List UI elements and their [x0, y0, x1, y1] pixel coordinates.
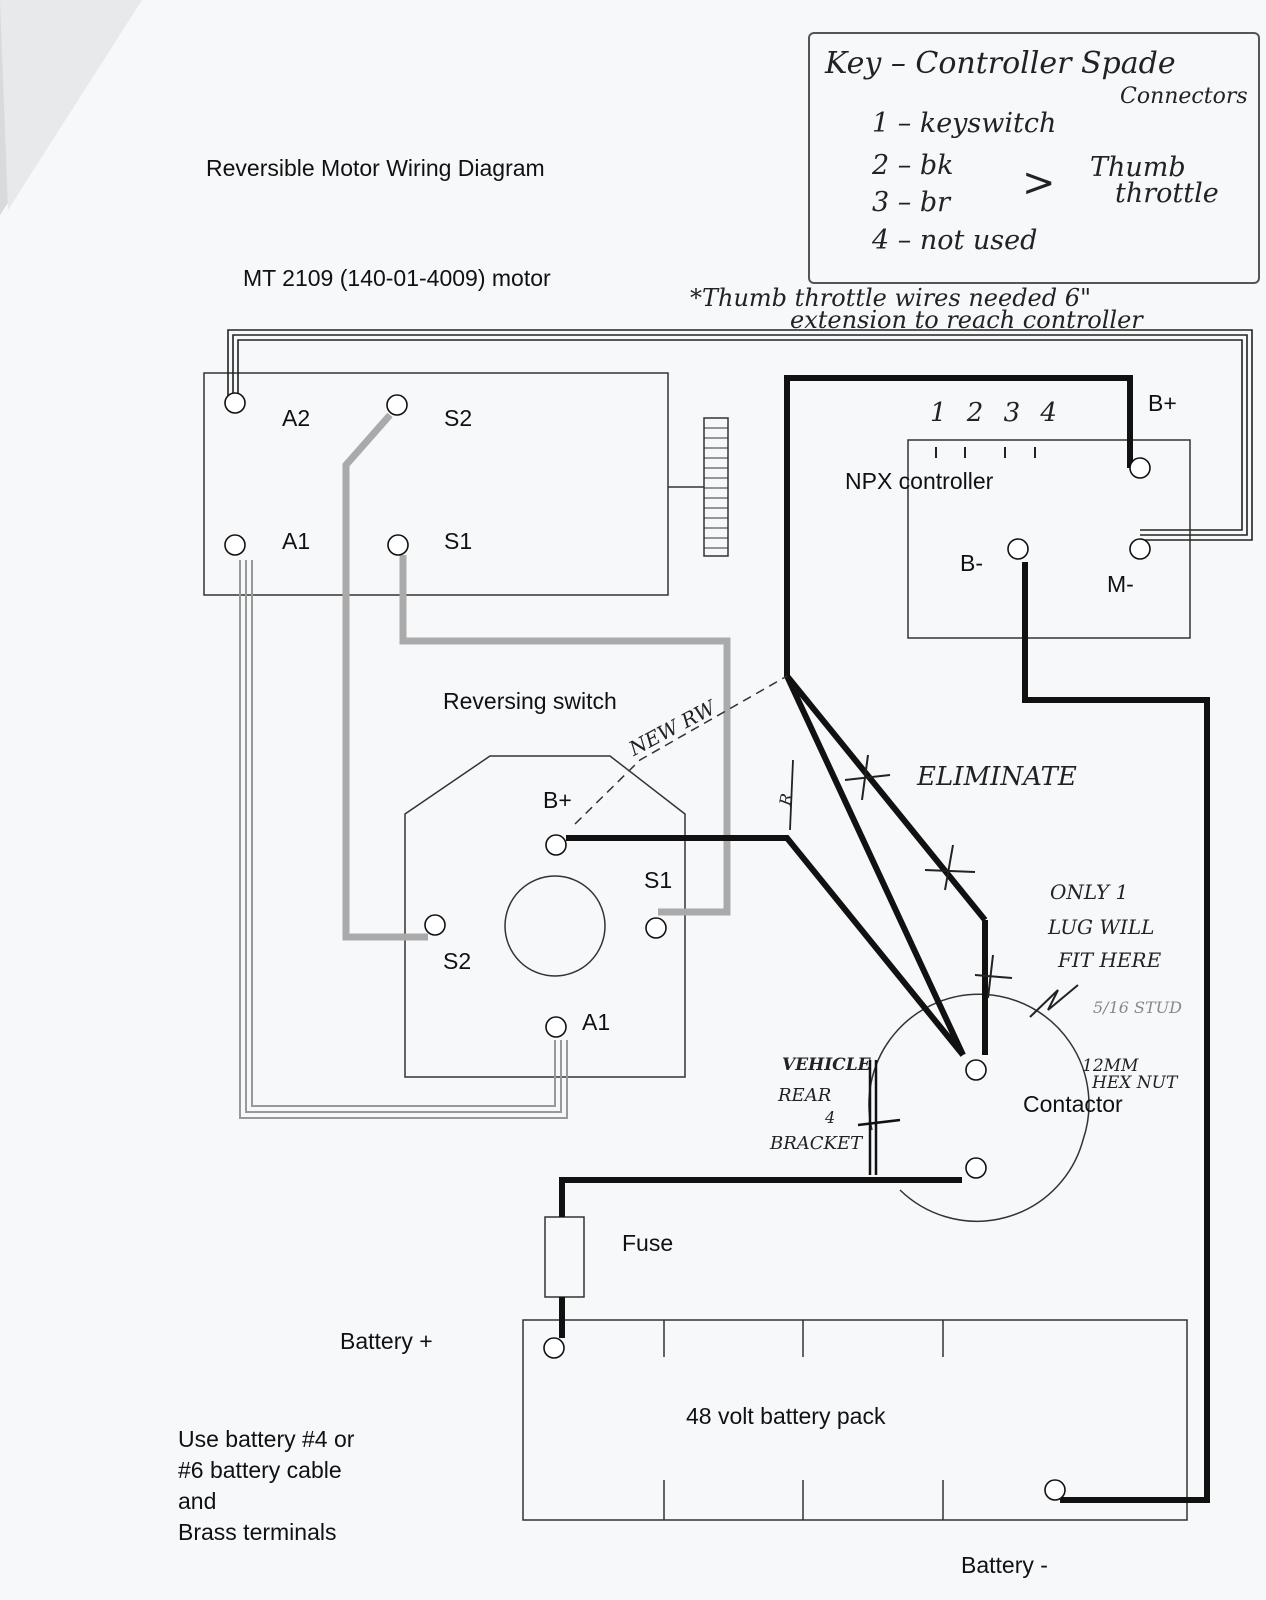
only-one-lug-line-3: FIT HERE: [1058, 948, 1162, 972]
motor-terminal-s1: S1: [444, 528, 473, 554]
thumb-note-line-2: extension to reach controller: [790, 306, 1143, 334]
rear-bracket-line-1: VEHICLE: [782, 1055, 871, 1075]
switch-terminal-a1: A1: [582, 1009, 611, 1035]
controller-b-minus: B-: [960, 550, 983, 576]
motor-terminal-a2: A2: [282, 405, 311, 431]
cable-note: Use battery #4 or #6 battery cable and B…: [178, 1424, 354, 1548]
motor-label: MT 2109 (140-01-4009) motor: [243, 265, 551, 291]
controller-label: NPX controller: [845, 468, 994, 494]
cable-note-line: Brass terminals: [178, 1519, 337, 1545]
eliminate-annotation: ELIMINATE: [917, 762, 1077, 792]
battery-pack-box: [522, 1319, 1188, 1521]
key-throttle-label: throttle: [1115, 178, 1219, 209]
key-legend-box: [808, 32, 1260, 284]
fuse-body: [544, 1216, 585, 1298]
wire-s2-to-switch-s2: [342, 412, 428, 941]
wire-eliminate-segment: [784, 674, 988, 922]
motor-gear: [703, 417, 729, 557]
rear-bracket-line-3: 4: [825, 1108, 836, 1127]
page-corner-shadow: [0, 0, 142, 210]
contactor-label: Contactor: [1023, 1091, 1123, 1117]
wire-a2-to-controller-m: [227, 329, 1253, 541]
key-item-2: 2 – bk: [872, 150, 954, 181]
eliminate-cross-marks: [844, 754, 1079, 1018]
key-heading: Key – Controller Spade: [825, 46, 1176, 81]
switch-terminal-b-plus: B+: [543, 787, 572, 813]
key-item-4: 4 – not used: [872, 225, 1038, 256]
stud-annotation: 5/16 STUD: [1093, 998, 1182, 1017]
contactor-body: [868, 993, 1090, 1223]
wire-a1-to-switch-a1: [239, 560, 568, 1119]
battery-pack-label: 48 volt battery pack: [686, 1403, 886, 1429]
black-power-wires: [559, 375, 1210, 1503]
only-one-lug-line-2: LUG WILL: [1048, 915, 1155, 939]
reversing-switch-box: [404, 755, 686, 1078]
controller-box: [907, 439, 1191, 639]
battery-minus-label: Battery -: [961, 1552, 1048, 1578]
rear-bracket-line-2: REAR: [778, 1085, 832, 1106]
wire-s1-to-switch-s1: [399, 555, 731, 916]
key-bracket-mark: >: [1022, 160, 1056, 206]
controller-pin-ticks: [935, 447, 1036, 458]
motor-terminal-a1: A1: [282, 528, 311, 554]
switch-terminal-s1: S1: [644, 867, 673, 893]
hex-nut-line-1: 12MM: [1082, 1056, 1139, 1076]
terminal-circles: [224, 392, 1151, 1501]
rear-bracket-line-4: BRACKET: [770, 1133, 863, 1154]
controller-m-minus: M-: [1107, 571, 1134, 597]
switch-terminal-s2: S2: [443, 948, 472, 974]
controller-pin-numbers: 1 2 3 4: [930, 398, 1063, 428]
only-one-lug-line-1: ONLY 1: [1050, 880, 1129, 904]
key-thumb-label: Thumb: [1090, 152, 1186, 183]
fuse-label: Fuse: [622, 1230, 674, 1256]
cable-note-line: #6 battery cable: [178, 1457, 342, 1483]
motor-box: [203, 372, 669, 596]
hose-mark: [789, 759, 794, 831]
key-item-1: 1 – keyswitch: [872, 108, 1057, 139]
new-rw-dashed-wire: [574, 675, 788, 825]
reversing-switch-label: Reversing switch: [443, 688, 617, 714]
bracket-marks: [857, 1060, 901, 1175]
motor-terminal-s2: S2: [444, 405, 473, 431]
key-heading-connectors: Connectors: [1120, 84, 1248, 109]
battery-plus-label: Battery +: [340, 1328, 433, 1354]
controller-b-plus: B+: [1148, 390, 1177, 416]
key-item-3: 3 – br: [872, 187, 951, 218]
motor-gear-teeth: [704, 427, 728, 549]
hex-nut-line-2: HEX NUT: [1092, 1073, 1178, 1093]
thumb-note-line-1: *Thumb throttle wires needed 6": [690, 284, 1092, 312]
cable-note-line: Use battery #4 or: [178, 1426, 355, 1452]
battery-cell-dividers: [663, 1320, 944, 1520]
reversing-switch-knob: [504, 875, 606, 977]
diagram-title: Reversible Motor Wiring Diagram: [206, 155, 545, 181]
cable-note-line: and: [178, 1488, 217, 1514]
